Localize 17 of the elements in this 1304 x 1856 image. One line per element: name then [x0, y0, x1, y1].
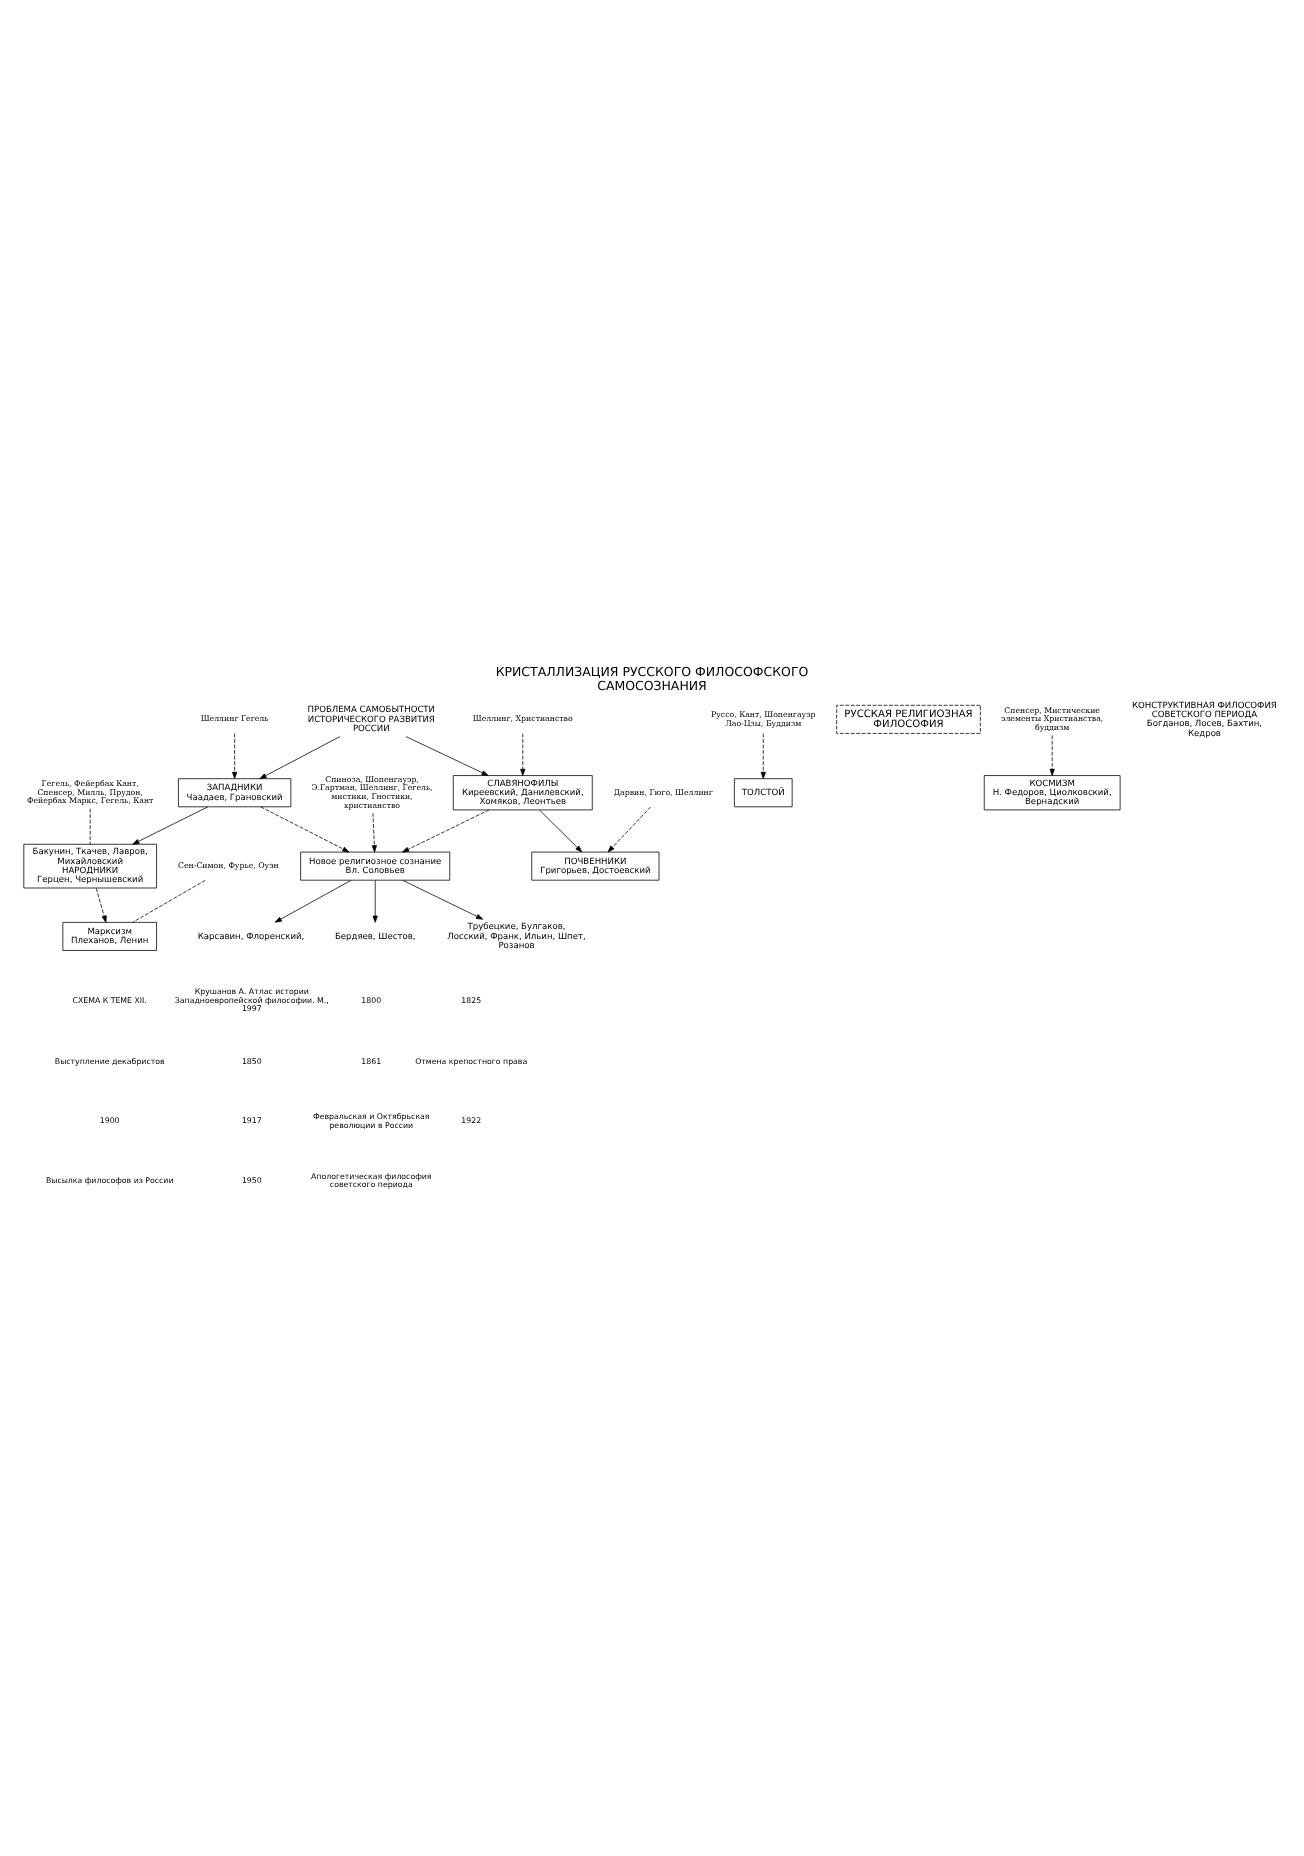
arrow — [539, 808, 583, 852]
arrow — [372, 879, 378, 922]
arrow — [260, 805, 350, 852]
arrow — [274, 878, 352, 922]
arrow — [232, 732, 238, 778]
arrow — [1049, 733, 1055, 775]
arrow — [132, 805, 209, 844]
arrow — [95, 886, 107, 922]
arrow — [259, 735, 341, 779]
connector — [132, 878, 206, 922]
arrow — [760, 732, 766, 778]
arrow — [402, 878, 484, 919]
arrow — [402, 808, 490, 852]
arrow — [520, 732, 526, 775]
arrow — [607, 805, 651, 852]
arrow — [405, 735, 489, 775]
arrow — [371, 811, 377, 852]
